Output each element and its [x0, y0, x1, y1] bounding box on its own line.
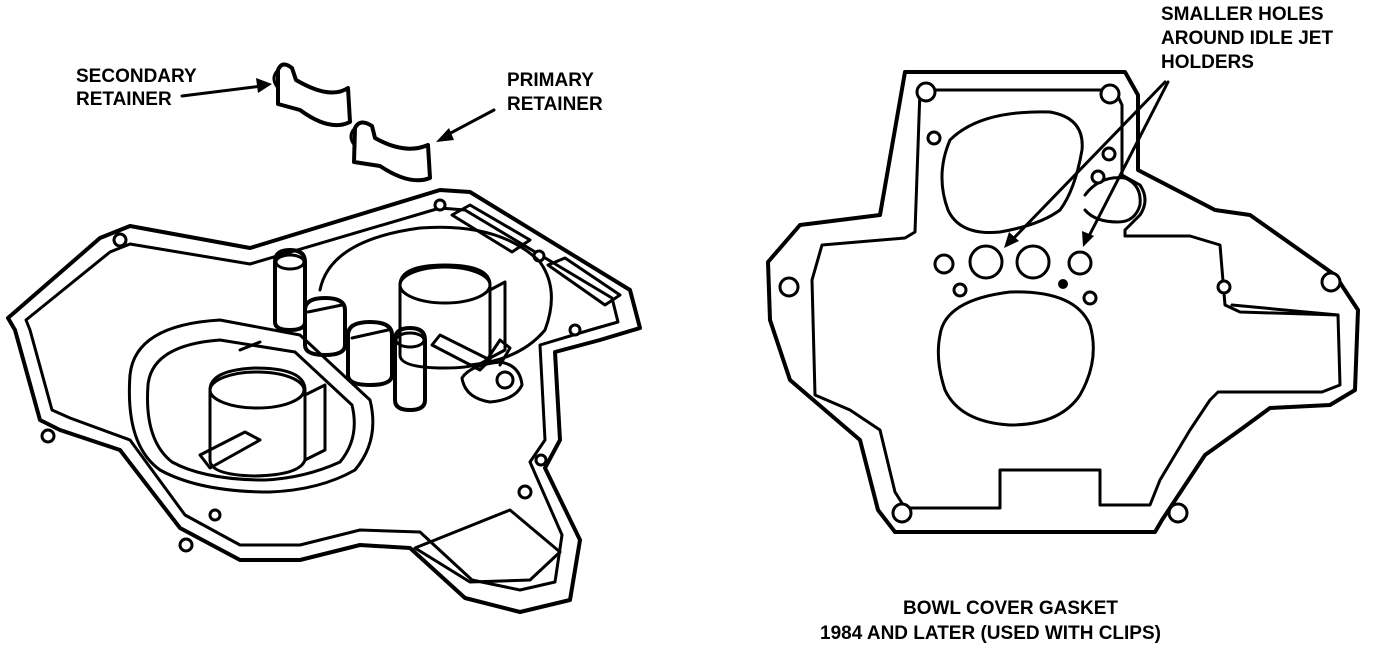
idle-jet-holder-secondary: [273, 248, 307, 332]
plug-1: [303, 296, 347, 357]
smaller-holes-label-line2: AROUND IDLE JET: [1161, 28, 1333, 49]
smaller-holes-label-line3: HOLDERS: [1161, 52, 1254, 73]
primary-retainer-label-line2: RETAINER: [507, 94, 603, 115]
secondary-retainer-clip: [272, 62, 352, 127]
plug-2: [346, 320, 394, 387]
caption-line1: BOWL COVER GASKET: [903, 598, 1118, 619]
bowl-cover-assembly: [6, 188, 642, 614]
secondary-retainer-label-line2: RETAINER: [76, 89, 172, 110]
smaller-holes-arrow-2: [1082, 80, 1170, 247]
primary-retainer-label-line1: PRIMARY: [507, 70, 594, 91]
primary-retainer-arrow: [436, 108, 496, 142]
smaller-holes-label-line1: SMALLER HOLES: [1161, 4, 1324, 25]
secondary-retainer-label-line1: SECONDARY: [76, 66, 197, 87]
secondary-retainer-arrow: [180, 78, 272, 98]
caption-line2: 1984 AND LATER (USED WITH CLIPS): [820, 623, 1161, 644]
smaller-holes-arrow-1: [1004, 80, 1167, 248]
primary-retainer-clip: [349, 120, 432, 183]
bowl-cover-gasket: [766, 70, 1360, 534]
idle-jet-holder-primary: [393, 326, 427, 412]
